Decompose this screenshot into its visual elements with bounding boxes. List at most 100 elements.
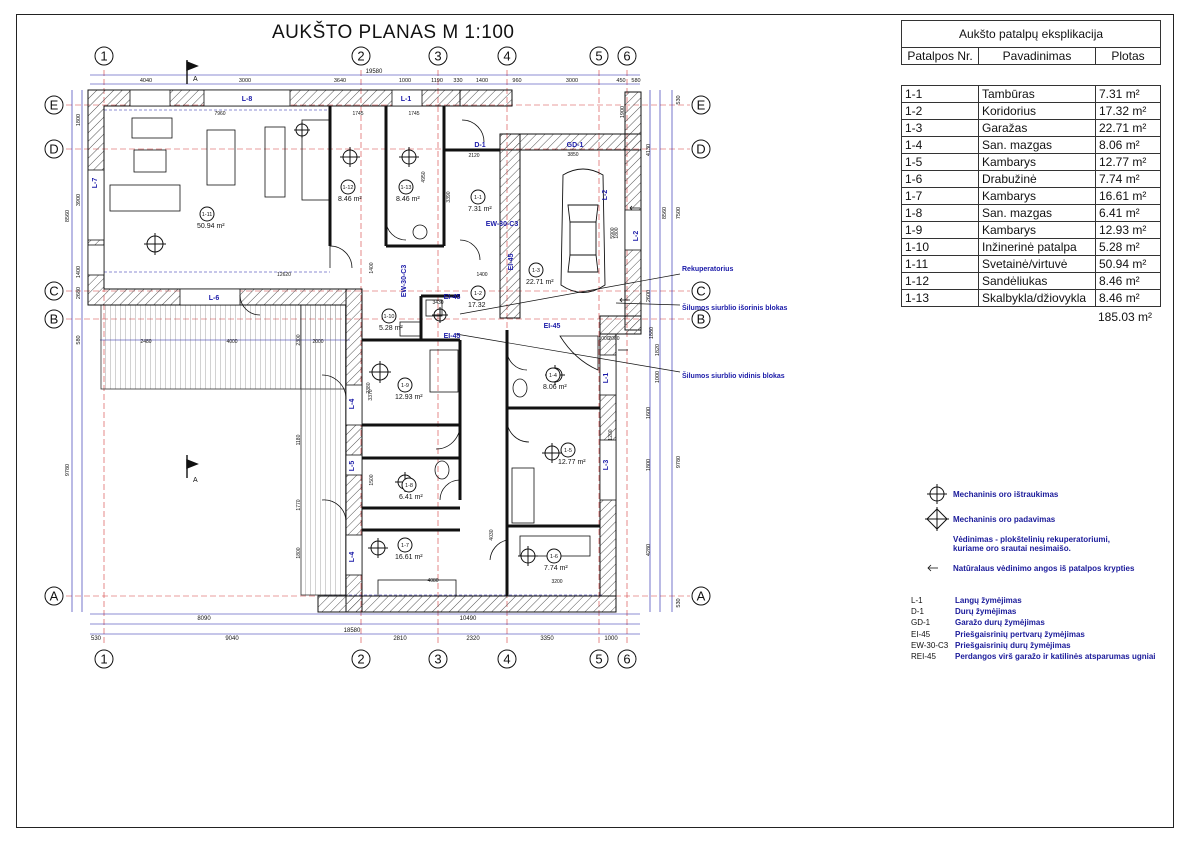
natural-vent-arrows [618,205,938,572]
axis-column-label: 5 [595,49,602,64]
col-header-nr: Patalpos Nr. [901,47,979,65]
callout-leaders [455,273,681,373]
dimension-label: 580 [631,78,640,84]
dimension-label: 3900 [76,194,82,206]
section-marks [186,60,199,478]
row-name: Inžinerinė patalpa [978,238,1096,256]
dimension-label: 1190 [431,78,443,84]
axis-bubble [428,46,448,66]
row-nr: 1-12 [901,272,979,290]
room-area: 22.71 m² [526,279,554,286]
dimension-label: 9040 [225,636,239,642]
axis-column-label: 6 [623,652,630,667]
opening-tag: L-7 [92,178,99,189]
col-header-name: Pavadinimas [978,47,1096,65]
row-area: 8.46 m² [1095,289,1161,307]
row-area: 8.06 m² [1095,136,1161,154]
fire-tag: EI-45 [508,254,515,271]
fire-tag: EI-45 [444,333,461,340]
room-number: 1-5 [564,448,572,454]
room-area: 7.74 m² [544,565,568,572]
section-mark-label: A [193,76,198,83]
plan-title: AUKŠTO PLANAS M 1:100 [272,22,515,43]
callout-label: Šilumos siurblio vidinis blokas [682,371,785,380]
dimension-label: 1900 [620,106,626,118]
row-nr: 1-6 [901,170,979,188]
opening-tag: L-8 [242,96,253,103]
car-outline [560,168,606,293]
dimension-label: 9780 [676,456,682,468]
row-area: 6.41 m² [1095,204,1161,222]
dimension-label: 4130 [646,144,652,156]
dimension-label: 4080 [427,578,438,584]
row-nr: 1-10 [901,238,979,256]
dimension-label: 1800 [646,459,652,471]
dimension-label: 2480 [140,339,151,345]
axis-bubble [44,281,64,301]
row-nr: 1-2 [901,102,979,120]
dimension-label: 10490 [460,616,477,622]
dimension-label: 19580 [366,69,383,75]
room-number-bubble [398,179,414,195]
dimension-label: 8560 [662,207,668,219]
room-area: 12.77 m² [558,459,586,466]
row-nr: 1-11 [901,255,979,273]
legend-code-text: Priešgaisrinių durų žymėjimas [955,640,1071,650]
room-area: 8.06 m² [543,384,567,391]
axis-bubble [44,95,64,115]
legend-code-text: Garažo durų žymėjimas [955,618,1045,628]
room-number: 1-12 [342,185,353,191]
dimension-label: 3850 [567,152,578,158]
legend-supply: Mechaninis oro padavimas [953,515,1056,524]
axis-row-label: D [696,142,705,157]
axis-row-label: C [696,284,705,299]
dimension-label: 2060 [608,336,619,342]
dimension-label: 1880 [649,327,655,339]
dimension-label: 1000 [399,78,411,84]
legend-code: L-1 [911,596,923,605]
opening-tag: L-2 [633,231,640,242]
dimension-label: 9780 [65,464,71,476]
axis-column-label: 3 [434,49,441,64]
room-number: 1-3 [532,268,540,274]
legend-code: GD-1 [911,618,931,628]
dimension-label: 1800 [614,227,620,238]
room-number: 1-8 [405,483,413,489]
dimension-label: 1500 [369,474,375,485]
dimension-label: 5900 [610,227,616,238]
dimension-label: 1770 [296,499,302,510]
row-area: 12.77 m² [1095,153,1161,171]
opening-tag: L-3 [603,460,610,471]
room-number: 1-4 [549,373,557,379]
row-area: 8.46 m² [1095,272,1161,290]
dimension-label: 8090 [197,616,211,622]
axis-row-label: E [50,98,59,113]
row-name: Skalbykla/džiovykla [978,289,1096,307]
axis-row-label: C [49,284,58,299]
axis-bubble [497,46,517,66]
axis-row-label: B [697,312,706,327]
dimension-label: 1400 [369,262,375,273]
dimension-label: 1400 [76,266,82,278]
row-name: San. mazgas [978,136,1096,154]
row-name: Koridorius [978,102,1096,120]
axis-column-label: 4 [503,49,510,64]
room-number: 1-2 [474,291,482,297]
opening-tag: D-1 [474,142,485,149]
room-area: 17.32 [468,302,486,309]
dimension-label: 3000 [239,78,251,84]
dimension-label: 2320 [466,636,480,642]
axis-bubble [44,139,64,159]
opening-tag: GD-1 [567,142,584,149]
row-area: 7.74 m² [1095,170,1161,188]
dimension-label: 2680 [76,287,82,299]
row-area: 50.94 m² [1095,255,1161,273]
room-number-bubble [397,537,413,553]
row-area: 12.93 m² [1095,221,1161,239]
